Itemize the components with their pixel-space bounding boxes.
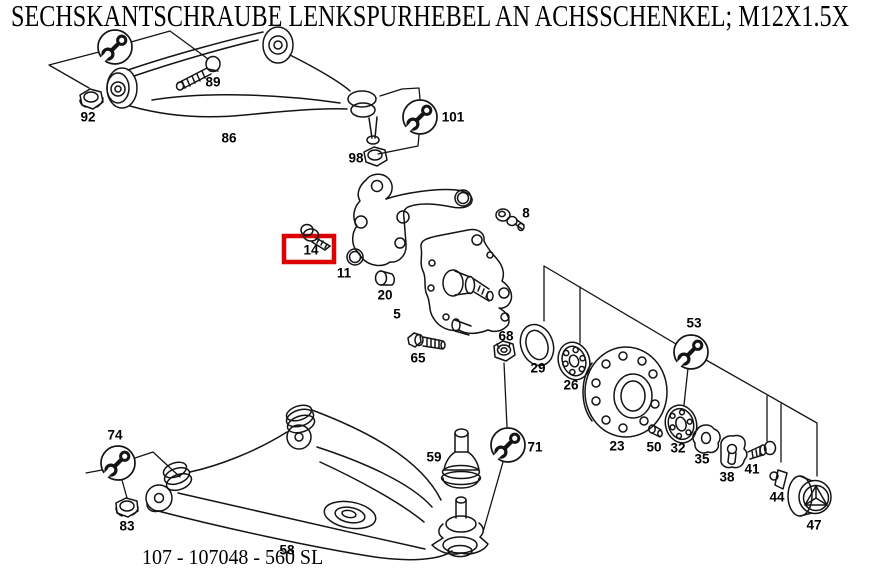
bolt-41 [747,440,777,460]
part-label-11[interactable]: 11 [336,265,352,281]
nut-98 [363,146,388,167]
part-label-58[interactable]: 58 [279,542,295,558]
part-label-86[interactable]: 86 [221,130,237,146]
part-label-50[interactable]: 50 [646,439,662,455]
hub-cap [787,475,832,517]
part-label-41[interactable]: 41 [744,461,760,477]
part-label-65[interactable]: 65 [410,350,426,366]
upper-control-arm [106,26,380,145]
part-label-98[interactable]: 98 [348,150,364,166]
seal-29 [519,323,555,367]
part-label-83[interactable]: 83 [119,518,135,534]
valve-44 [769,469,788,490]
part-label-89[interactable]: 89 [205,74,221,90]
part-label-20[interactable]: 20 [377,287,393,303]
part-label-68[interactable]: 68 [498,328,514,344]
part-label-74[interactable]: 74 [107,427,123,443]
part-label-29[interactable]: 29 [530,360,546,376]
steering-arm [346,173,473,267]
part-label-59[interactable]: 59 [426,449,442,465]
wrench-icon [400,99,438,137]
part-label-44[interactable]: 44 [769,489,785,505]
part-label-35[interactable]: 35 [694,451,710,467]
fitting-8 [495,208,525,232]
bearing-32 [664,404,698,444]
wrench-icon [95,29,133,67]
wrench-icon [488,427,526,465]
wheel-hub [582,346,668,438]
bolt-14-highlighted [300,223,331,251]
part-label-23[interactable]: 23 [609,438,625,454]
part-label-71[interactable]: 71 [527,439,543,455]
steering-knuckle [420,228,513,336]
part-label-32[interactable]: 32 [670,440,686,456]
leader-lines [48,30,818,533]
nut-83 [115,497,139,518]
lower-control-arm [145,404,489,561]
nut-68 [493,340,516,362]
part-label-14[interactable]: 14 [303,242,319,258]
bearing-26 [557,341,591,381]
part-label-8[interactable]: 8 [522,205,530,221]
lock-washer-35 [692,424,721,454]
bolt-65 [407,332,446,350]
wrench-icon [98,445,136,483]
part-label-53[interactable]: 53 [686,315,702,331]
diagram-caption: 107 - 107048 - 560 SL [142,545,324,569]
pin-50 [648,424,663,438]
nut-92 [79,88,104,110]
part-label-5[interactable]: 5 [393,306,401,322]
part-label-92[interactable]: 92 [80,109,96,125]
page-title: SECHSKANTSCHRAUBE LENKSPURHEBEL AN ACHSS… [11,0,850,33]
mercedes-star-icon [804,485,828,506]
bolt-89 [175,55,221,91]
part-label-26[interactable]: 26 [563,377,579,393]
wrench-icon [671,334,709,372]
clamping-nut-38 [720,434,748,469]
part-label-101[interactable]: 101 [441,109,465,125]
ball-joint-59 [440,428,482,489]
bushing-20 [374,270,395,286]
part-label-47[interactable]: 47 [806,517,822,533]
part-label-38[interactable]: 38 [719,469,735,485]
